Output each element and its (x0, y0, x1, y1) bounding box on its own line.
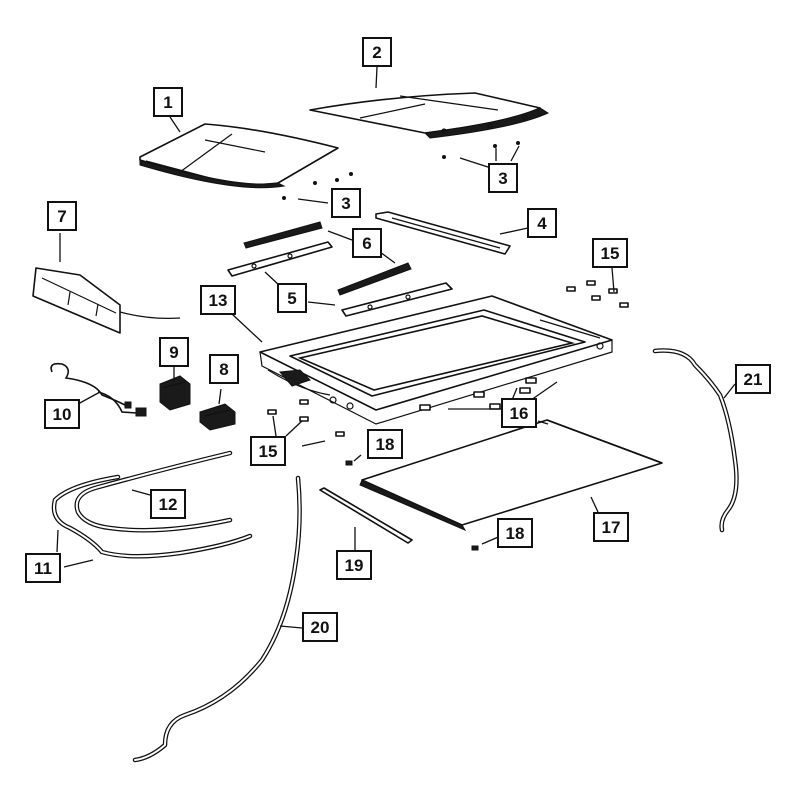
callout-9: 9 (159, 337, 189, 367)
callout-1: 1 (153, 87, 183, 117)
callout-11: 11 (25, 553, 61, 583)
wiring-harness (50, 362, 147, 417)
callout-2: 2 (362, 37, 392, 67)
callout-17: 17 (593, 512, 629, 542)
callout-3: 3 (488, 163, 518, 193)
drain-tubes (51, 450, 253, 559)
pads (267, 280, 629, 437)
rod (319, 487, 413, 544)
callout-20: 20 (302, 612, 338, 642)
callout-21: 21 (735, 364, 771, 394)
callout-8: 8 (209, 354, 239, 384)
callout-16: 16 (501, 398, 537, 428)
lower-tracks (227, 241, 453, 317)
long-drain-tube (132, 475, 302, 763)
front-glass-panel (139, 123, 339, 189)
wind-deflector (375, 211, 511, 255)
callout-6: 6 (352, 228, 382, 258)
callout-12: 12 (150, 489, 186, 519)
leader-lines (56, 66, 736, 629)
motor-2 (199, 403, 236, 431)
callout-19: 19 (336, 550, 372, 580)
upper-tracks (243, 221, 412, 296)
shade-panel (359, 419, 663, 532)
rear-glass-panel (309, 92, 550, 139)
sunroof-frame (259, 295, 613, 425)
callout-5: 5 (277, 283, 307, 313)
clips (345, 460, 479, 551)
callout-7: 7 (47, 201, 77, 231)
callout-13: 13 (200, 285, 236, 315)
callout-3: 3 (331, 188, 361, 218)
pads-right (419, 377, 537, 411)
callout-18: 18 (367, 429, 403, 459)
callout-4: 4 (527, 208, 557, 238)
fasteners (282, 141, 520, 200)
callout-18: 18 (497, 518, 533, 548)
drain-tube-right (652, 348, 739, 533)
sunshade (32, 267, 181, 334)
callout-15: 15 (592, 238, 628, 268)
callout-10: 10 (44, 399, 80, 429)
callout-15: 15 (250, 436, 286, 466)
motor (159, 375, 191, 411)
